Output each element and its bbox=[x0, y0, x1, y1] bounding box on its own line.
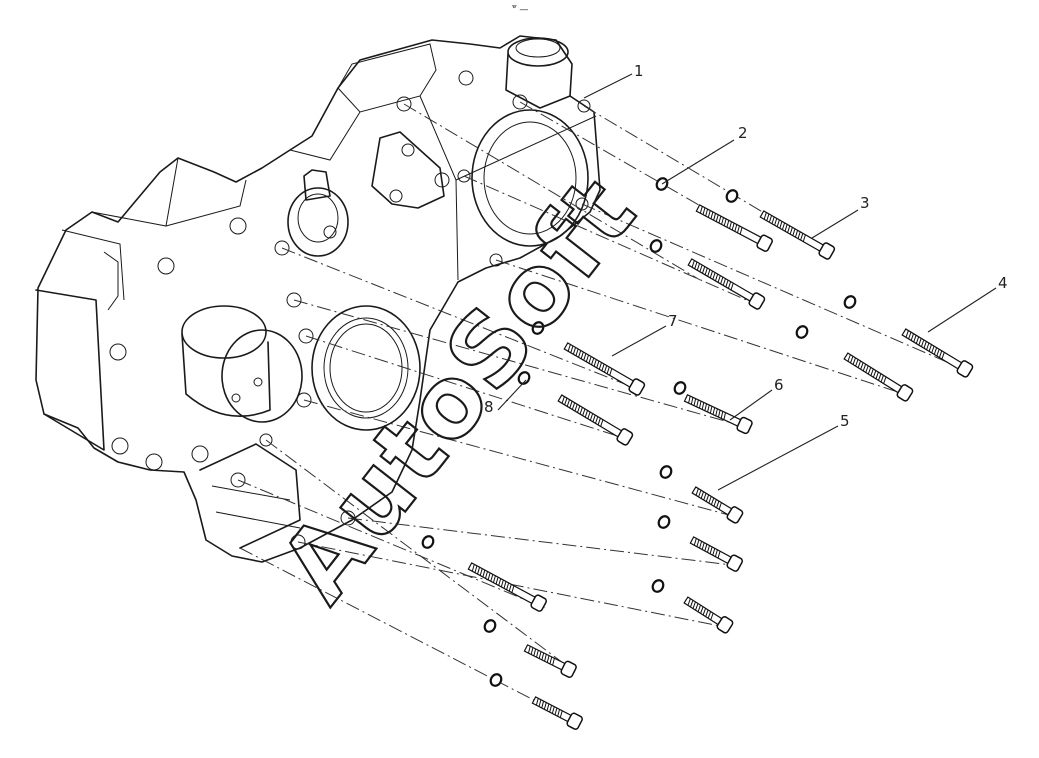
washer-5 bbox=[649, 239, 663, 253]
bolt-3 bbox=[901, 328, 974, 378]
washer-13 bbox=[483, 619, 497, 633]
washer-12 bbox=[421, 535, 435, 549]
callout-4: 4 bbox=[998, 274, 1008, 292]
bolt-10 bbox=[689, 536, 744, 572]
washer-8 bbox=[517, 371, 531, 385]
bolt-8 bbox=[557, 394, 634, 446]
washer-4 bbox=[795, 325, 809, 339]
watermark-text: AutoSoft bbox=[259, 156, 659, 623]
callout-5: 5 bbox=[840, 412, 850, 430]
bolt-7 bbox=[683, 394, 753, 435]
washer-14 bbox=[489, 673, 503, 687]
bolt-1 bbox=[759, 210, 836, 260]
washer-6 bbox=[531, 321, 545, 335]
washer-11 bbox=[651, 579, 665, 593]
bolt-9 bbox=[691, 486, 744, 524]
bolt-4 bbox=[843, 352, 914, 402]
washer-1 bbox=[725, 189, 739, 203]
callout-7: 7 bbox=[668, 312, 678, 330]
gear-cover-housing bbox=[35, 35, 601, 563]
bolt-14 bbox=[531, 696, 583, 730]
bolt-11 bbox=[683, 596, 734, 634]
bolt-2 bbox=[695, 204, 773, 252]
callout-6: 6 bbox=[774, 376, 784, 394]
bolt-13 bbox=[523, 644, 577, 679]
callout-2: 2 bbox=[738, 124, 748, 142]
explosion-axes bbox=[237, 101, 971, 725]
bolt-5 bbox=[687, 258, 766, 310]
washer-7 bbox=[673, 381, 687, 395]
washer-3 bbox=[843, 295, 857, 309]
washer-9 bbox=[659, 465, 673, 479]
callout-8: 8 bbox=[484, 398, 494, 416]
bolt-12 bbox=[467, 562, 547, 612]
header-mark: °̅ — bbox=[512, 5, 529, 15]
leader-lines bbox=[497, 73, 997, 491]
callout-1: 1 bbox=[634, 62, 644, 80]
callout-3: 3 bbox=[860, 194, 870, 212]
washer-10 bbox=[657, 515, 671, 529]
bolt-6 bbox=[563, 342, 646, 396]
